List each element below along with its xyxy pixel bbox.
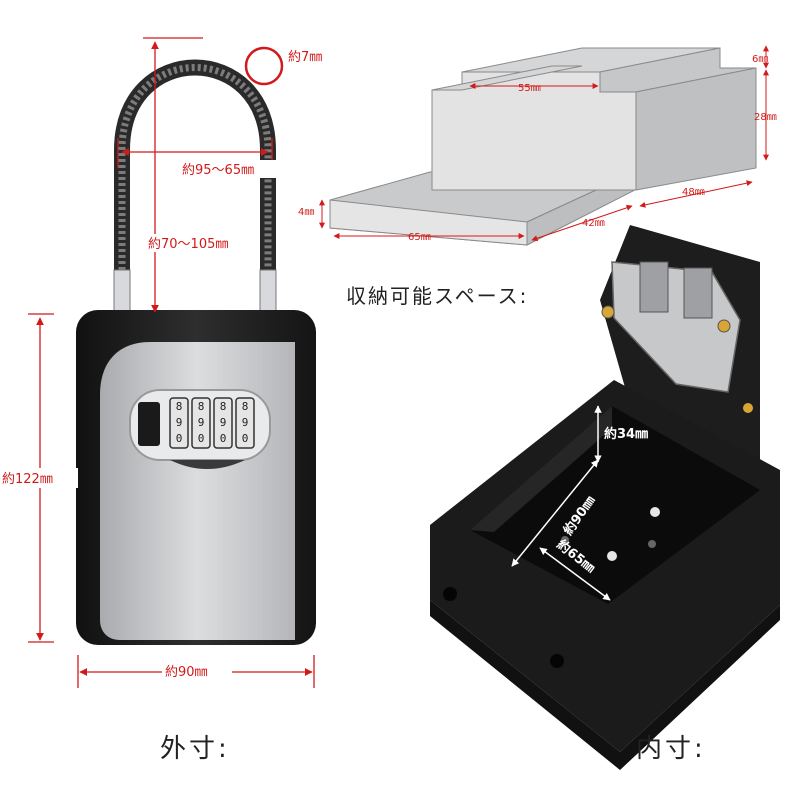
- body-height-label: 約122㎜: [2, 472, 53, 487]
- storage-dimension-lines: [319, 45, 769, 242]
- svg-text:9: 9: [220, 416, 227, 429]
- storage-base-width-label: 65㎜: [408, 232, 431, 243]
- dial-wheels: [169, 397, 255, 449]
- shackle-width-label: 約95～65㎜: [182, 163, 254, 178]
- svg-text:9: 9: [198, 416, 205, 429]
- storage-space-title: 収納可能スペース:: [346, 284, 529, 308]
- release-slider-icon: [138, 402, 160, 446]
- storage-right-height-label: 28㎜: [754, 112, 777, 123]
- storage-step-height-label: 4㎜: [298, 207, 314, 218]
- body-width-label: 約90㎜: [165, 665, 208, 680]
- svg-text:9: 9: [242, 416, 249, 429]
- svg-text:9: 9: [176, 416, 183, 429]
- svg-text:0: 0: [198, 432, 205, 445]
- shackle-thickness-marker: [244, 46, 284, 86]
- svg-text:8: 8: [242, 400, 249, 413]
- shackle-height-label: 約70～105㎜: [148, 237, 228, 252]
- svg-text:8: 8: [198, 400, 205, 413]
- cable-shackle: [114, 59, 276, 320]
- svg-text:0: 0: [242, 432, 249, 445]
- inner-depth-label: 約34㎜: [604, 426, 648, 442]
- lockbox-face-silver: [100, 342, 295, 640]
- svg-text:8: 8: [220, 400, 227, 413]
- inner-dimension-lines: [511, 405, 611, 601]
- svg-text:0: 0: [220, 432, 227, 445]
- storage-depth-front-label: 42㎜: [582, 218, 605, 229]
- storage-space-diagram: [329, 47, 757, 246]
- storage-depth-back-label: 48㎜: [682, 187, 705, 198]
- storage-top-width-label: 55㎜: [518, 83, 541, 94]
- inner-dimensions-caption: 内寸:: [636, 734, 706, 764]
- storage-top-height-label: 6㎜: [752, 54, 768, 65]
- outer-dimensions-caption: 外寸:: [160, 734, 230, 764]
- closed-lockbox: 8 9 0 8 9 0 8 9 0 8 9 0: [76, 59, 316, 645]
- svg-text:8: 8: [176, 400, 183, 413]
- shackle-thickness-label: 約7㎜: [288, 50, 322, 65]
- svg-text:0: 0: [176, 432, 183, 445]
